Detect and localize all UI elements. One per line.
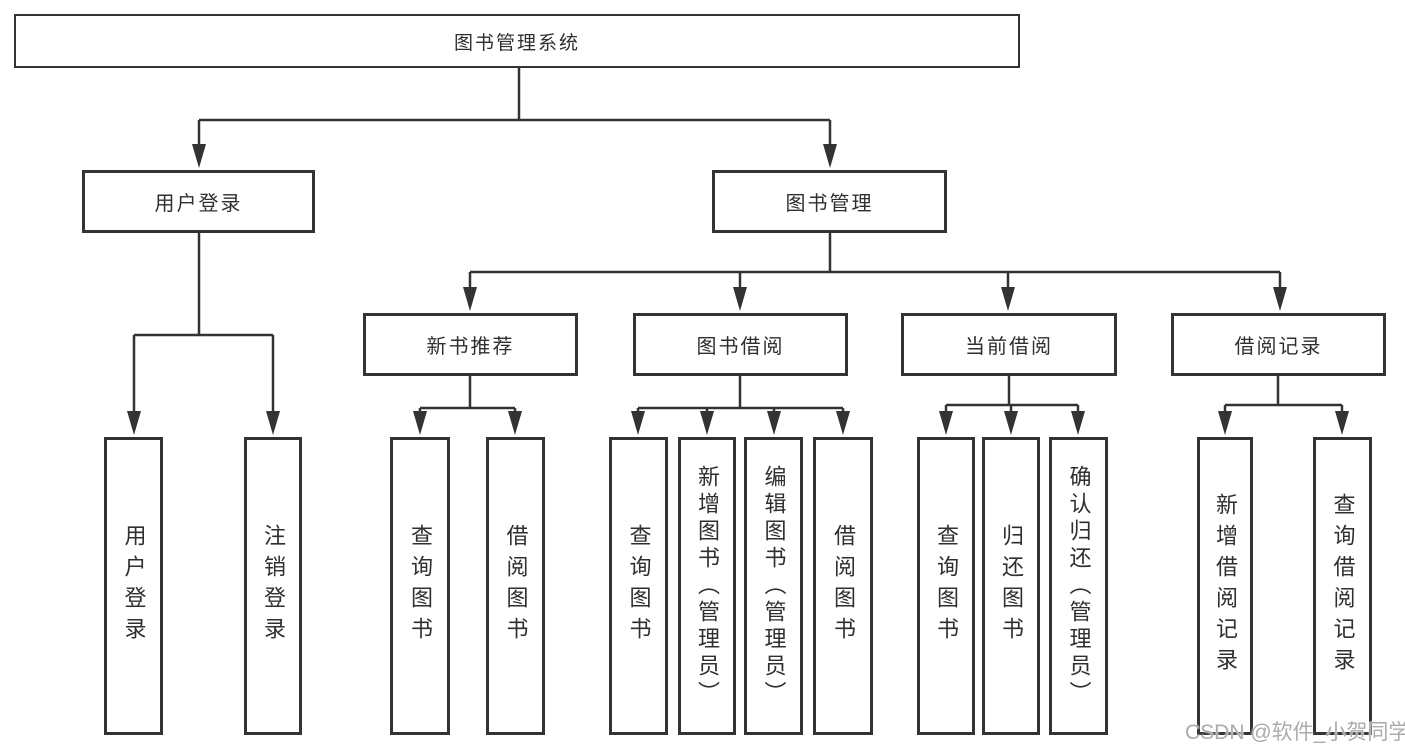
leaf-box-add-books-admin: 新增图书（管理员）: [678, 437, 736, 735]
leaf-box-return-books: 归还图书: [982, 437, 1040, 735]
leaf-box-query-books-borrow: 查询图书: [609, 437, 668, 735]
leaf-box-user-login: 用户登录: [104, 437, 163, 735]
leaf-box-borrow-books-recommend: 借阅图书: [486, 437, 545, 735]
arrow-down-icon: [1335, 411, 1349, 435]
arrow-down-icon: [767, 411, 781, 435]
arrow-down-icon: [463, 287, 477, 311]
arrow-down-icon: [1004, 411, 1018, 435]
arrow-down-icon: [1071, 411, 1085, 435]
arrow-down-icon: [733, 287, 747, 311]
arrow-down-icon: [939, 411, 953, 435]
leaf-box-borrow-books: 借阅图书: [813, 437, 873, 735]
arrow-down-icon: [508, 411, 522, 435]
arrow-down-icon: [266, 411, 280, 435]
node-box-current-borrow: 当前借阅: [901, 313, 1117, 376]
leaf-box-logout: 注销登录: [244, 437, 302, 735]
arrow-down-icon: [1001, 287, 1015, 311]
root-box-library-system: 图书管理系统: [14, 14, 1020, 68]
node-box-book-borrow: 图书借阅: [633, 313, 848, 376]
arrow-down-icon: [700, 411, 714, 435]
arrow-down-icon: [1273, 287, 1287, 311]
leaf-box-edit-books-admin: 编辑图书（管理员）: [744, 437, 803, 735]
branch-box-book-management: 图书管理: [712, 170, 947, 233]
node-box-new-book-recommend: 新书推荐: [363, 313, 578, 376]
arrow-down-icon: [413, 411, 427, 435]
leaf-box-query-borrow-record: 查询借阅记录: [1313, 437, 1372, 735]
arrow-down-icon: [823, 144, 837, 168]
arrow-down-icon: [127, 411, 141, 435]
node-box-borrow-records: 借阅记录: [1171, 313, 1386, 376]
leaf-box-add-borrow-record: 新增借阅记录: [1197, 437, 1253, 735]
leaf-box-confirm-return-admin: 确认归还（管理员）: [1049, 437, 1108, 735]
arrow-down-icon: [1218, 411, 1232, 435]
branch-box-user-login: 用户登录: [82, 170, 315, 233]
leaf-box-query-books-current: 查询图书: [917, 437, 975, 735]
arrow-down-icon: [192, 144, 206, 168]
arrow-down-icon: [631, 411, 645, 435]
leaf-box-query-books-recommend: 查询图书: [390, 437, 450, 735]
arrow-down-icon: [836, 411, 850, 435]
csdn-watermark: CSDN @软件_小贺同学: [1185, 721, 1405, 744]
